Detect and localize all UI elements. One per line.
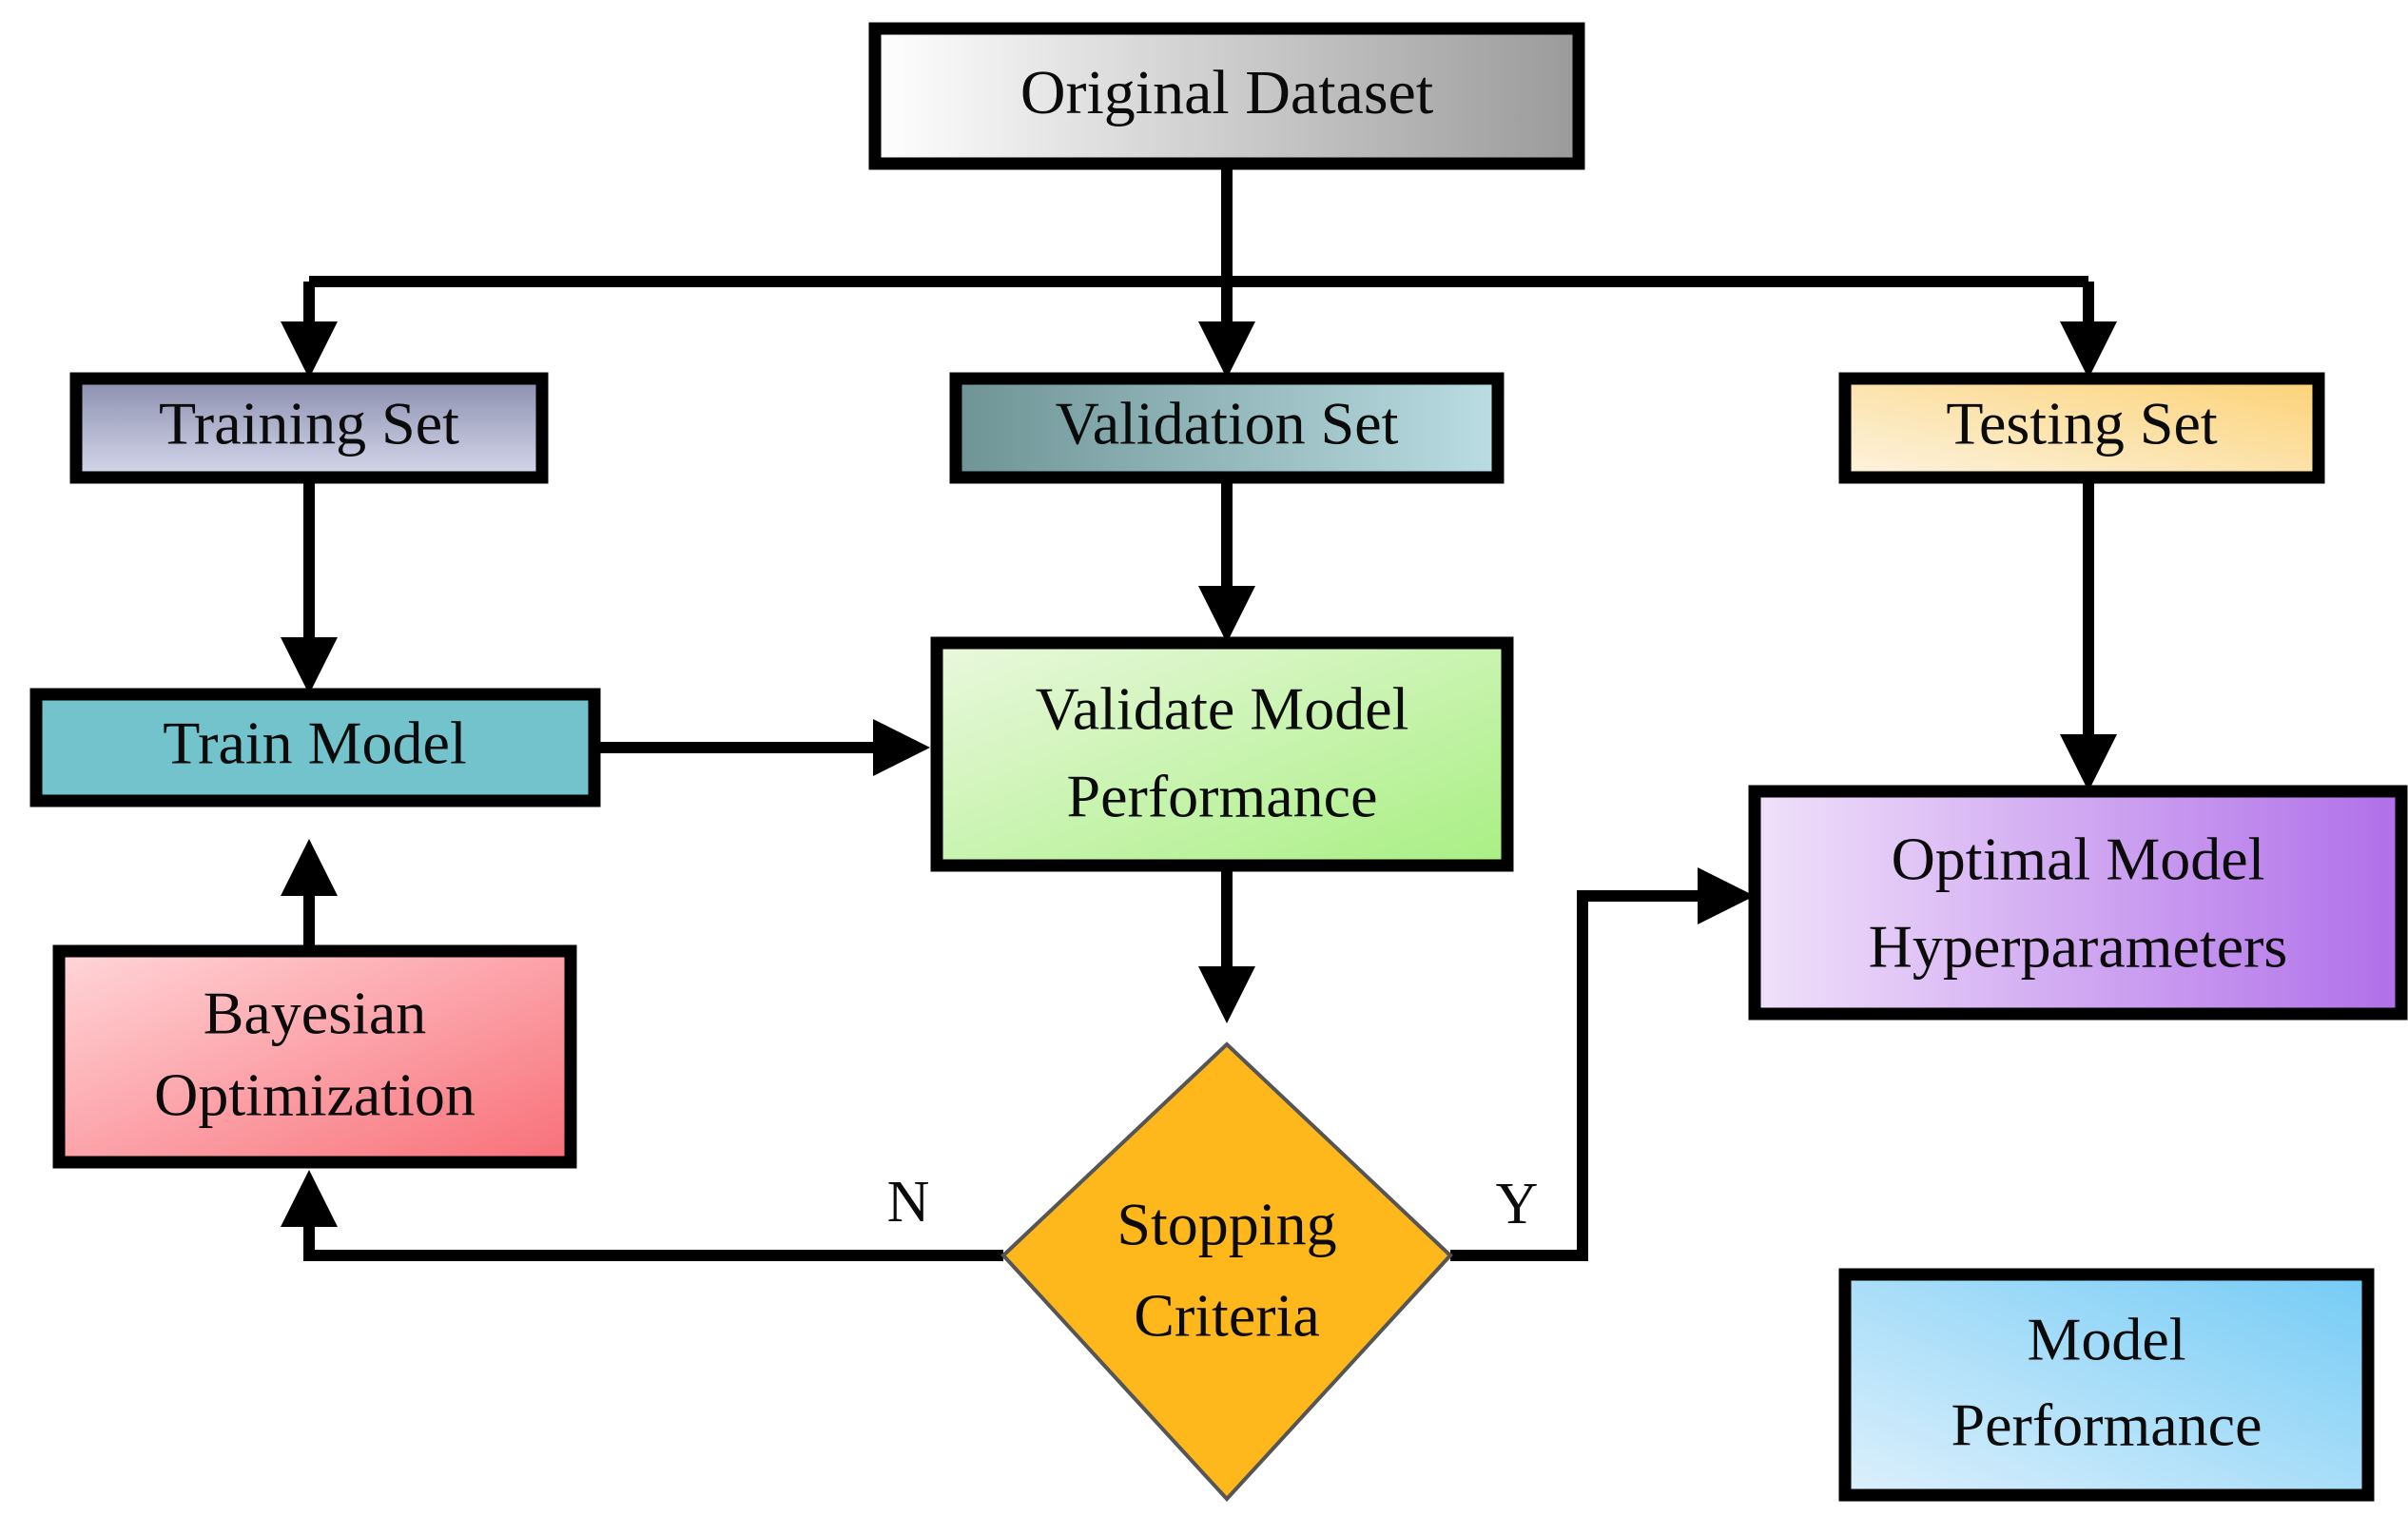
node-original-dataset[interactable]: Original Dataset [868, 22, 1585, 170]
node-model-performance[interactable]: Model Performance [1838, 1268, 2375, 1502]
node-label-training-set: Training Set [159, 390, 459, 457]
node-label-validate-line2: Performance [1067, 763, 1378, 830]
node-validate-model-performance[interactable]: Validate Model Performance [930, 636, 1514, 872]
connector-training-set-to-train-model [281, 476, 338, 694]
connector-bayesian-to-train-model [281, 839, 338, 951]
node-label-stopping-line2: Criteria [1134, 1282, 1319, 1350]
connector-train-model-to-validate [594, 719, 930, 776]
connector-validation-set-to-validate [1198, 476, 1255, 643]
node-train-model[interactable]: Train Model [29, 688, 601, 807]
node-label-validate-line1: Validate Model [1036, 675, 1409, 743]
node-validation-set[interactable]: Validation Set [949, 372, 1505, 484]
node-label-stopping-line1: Stopping [1117, 1191, 1336, 1258]
connector-validate-to-stopping-criteria [1198, 865, 1255, 1023]
node-label-optimal-line2: Hyperparameters [1869, 913, 2288, 981]
node-bayesian-optimization[interactable]: Bayesian Optimization [52, 944, 577, 1169]
node-label-original-dataset: Original Dataset [1020, 58, 1433, 127]
node-stopping-criteria[interactable]: Stopping Criteria [1000, 1041, 1453, 1502]
node-testing-set[interactable]: Testing Set [1838, 372, 2325, 484]
connector-bus-to-validation-set [1198, 282, 1255, 379]
node-label-bayesian-line1: Bayesian [204, 980, 427, 1047]
connector-bus-to-training-set [281, 282, 338, 379]
connector-original-to-bus [309, 164, 2088, 287]
connector-testing-set-to-optimal [2060, 476, 2117, 791]
connector-bus-to-testing-set [2060, 282, 2117, 379]
edge-label-yes: Y [1496, 1172, 1539, 1236]
node-label-model-performance-line1: Model [2027, 1306, 2185, 1373]
node-label-testing-set: Testing Set [1946, 390, 2218, 457]
node-training-set[interactable]: Training Set [69, 372, 549, 484]
edge-label-no: N [887, 1170, 930, 1235]
connector-stopping-criteria-no-to-bayesian [281, 1170, 1003, 1261]
node-optimal-model-hyperparameters[interactable]: Optimal Model Hyperparameters [1748, 785, 2408, 1021]
node-label-bayesian-line2: Optimization [154, 1061, 476, 1129]
node-label-optimal-line1: Optimal Model [1892, 826, 2265, 893]
connector-stopping-criteria-yes-to-optimal [1450, 867, 1755, 1261]
node-label-model-performance-line2: Performance [1952, 1391, 2262, 1459]
node-label-train-model: Train Model [163, 710, 466, 777]
node-label-validation-set: Validation Set [1056, 390, 1399, 457]
